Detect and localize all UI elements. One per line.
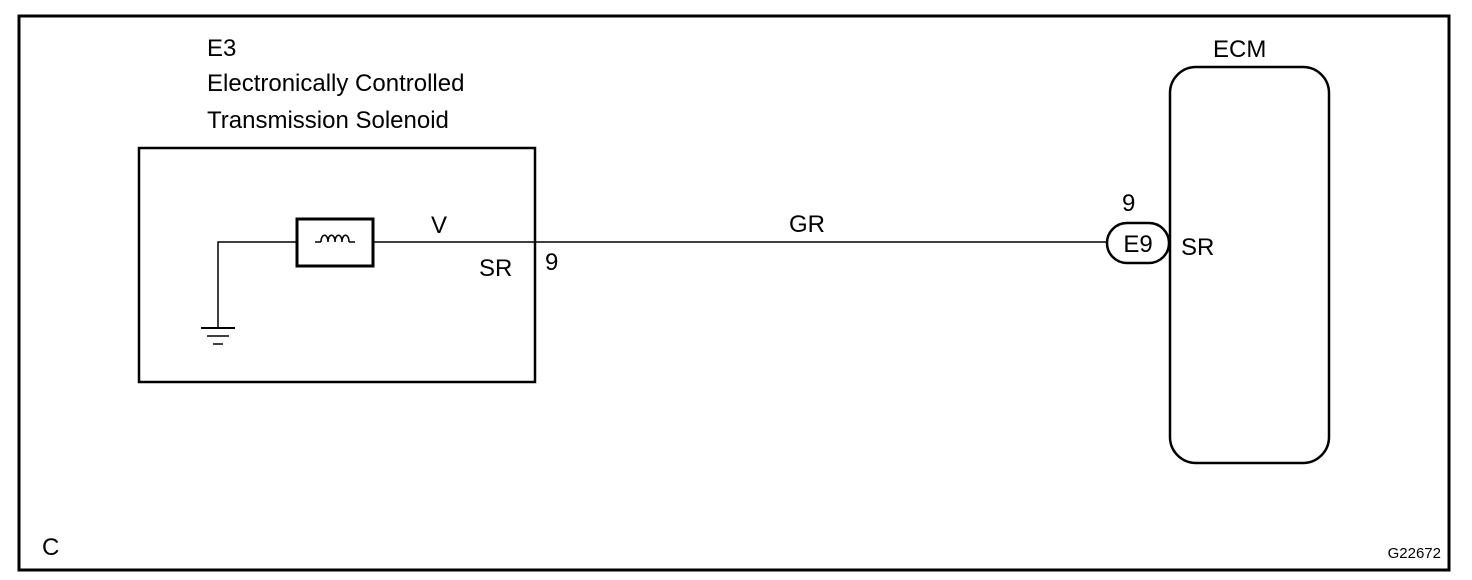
ecm-connector bbox=[1105, 221, 1171, 265]
ecm-terminal-name: SR bbox=[1181, 234, 1214, 261]
ground-icon bbox=[201, 327, 235, 345]
ecm-pin-number: 9 bbox=[1122, 190, 1135, 217]
solenoid-name-line2: Transmission Solenoid bbox=[207, 107, 449, 134]
corner-label: C bbox=[42, 534, 59, 561]
ecm-box bbox=[1168, 65, 1331, 465]
solenoid-code: E3 bbox=[207, 35, 236, 62]
coil-icon bbox=[315, 234, 355, 243]
ground-wire bbox=[217, 241, 297, 328]
harness-wire-color: GR bbox=[789, 211, 825, 238]
solenoid-terminal-name: SR bbox=[479, 255, 512, 282]
coil-box bbox=[295, 217, 375, 268]
solenoid-wire-color: V bbox=[431, 212, 447, 239]
solenoid-name-line1: Electronically Controlled bbox=[207, 70, 464, 97]
ecm-label: ECM bbox=[1213, 36, 1266, 63]
diagram-border bbox=[17, 14, 1451, 572]
figure-code: G22672 bbox=[1388, 545, 1441, 562]
solenoid-terminal-number: 9 bbox=[545, 249, 558, 276]
ecm-connector-code: E9 bbox=[1123, 231, 1152, 258]
solenoid-box bbox=[137, 146, 537, 384]
